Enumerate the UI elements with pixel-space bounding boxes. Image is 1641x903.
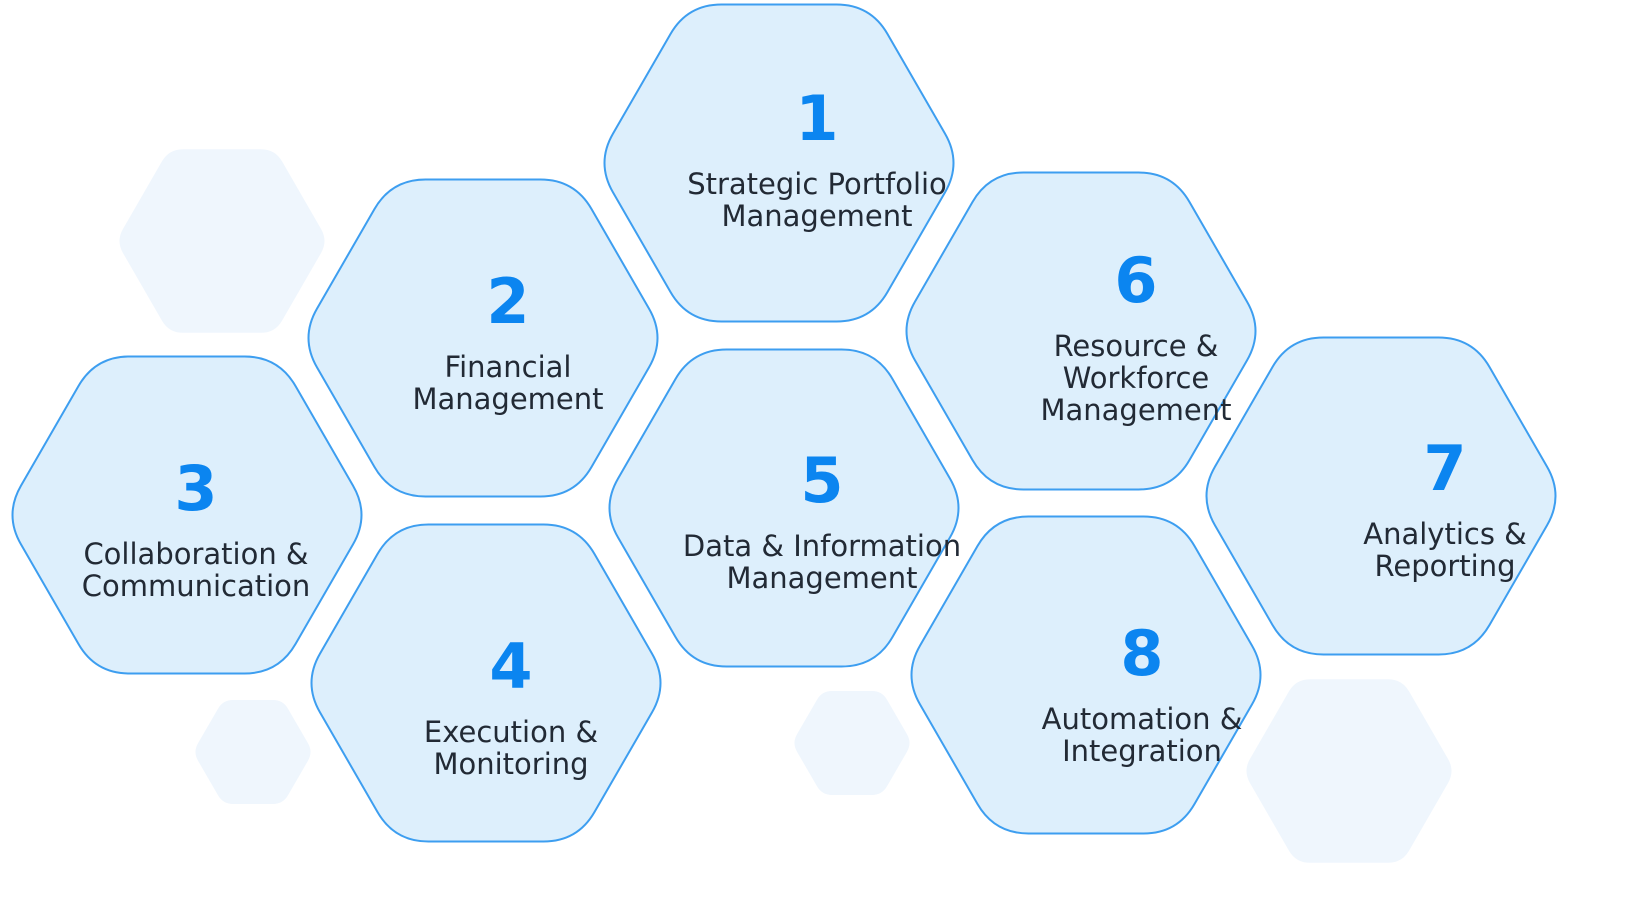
background-hexagon-3 [794, 691, 910, 795]
capability-hexagon-2 [307, 178, 659, 498]
capability-hexagon-7 [1205, 336, 1557, 656]
capability-hexagon-8 [910, 515, 1262, 835]
capability-hexagon-4 [310, 523, 662, 843]
capability-hexagon-1 [603, 3, 955, 323]
capability-hexagon-5 [608, 348, 960, 668]
background-hexagon-4 [1246, 679, 1452, 863]
capability-hexagon-3 [11, 355, 363, 675]
background-hexagon-1 [119, 149, 325, 333]
background-hexagon-2 [195, 700, 311, 804]
capability-hexagon-6 [905, 171, 1257, 491]
